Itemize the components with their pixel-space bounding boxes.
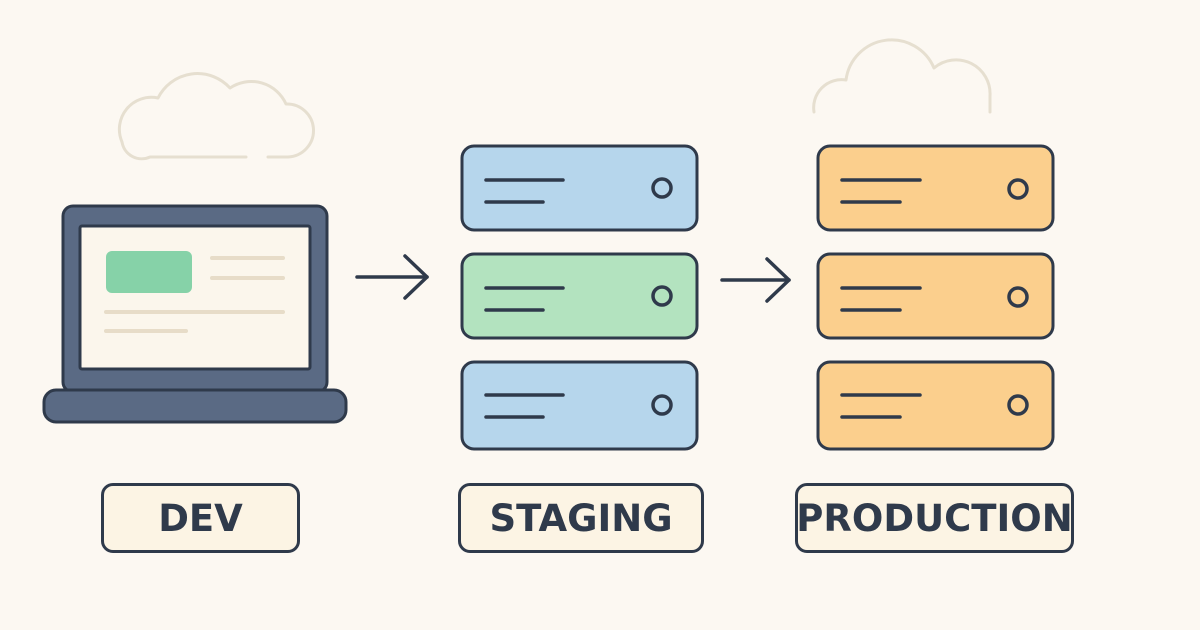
cloud-icon (812, 38, 992, 114)
server-unit-icon (816, 360, 1055, 451)
server-stack-icon (816, 144, 1055, 451)
cloud-icon (117, 72, 315, 161)
server-unit-icon (816, 144, 1055, 232)
arrow-right-icon (720, 257, 791, 303)
server-stack-icon (460, 144, 699, 451)
arrow-right-icon (355, 254, 429, 300)
screen-window-block (106, 251, 192, 293)
server-unit-icon (816, 252, 1055, 340)
stage-label-staging: STAGING (458, 483, 704, 553)
server-unit-icon (460, 252, 699, 340)
stage-label-dev: DEV (101, 483, 300, 553)
server-unit-icon (460, 144, 699, 232)
server-unit-icon (460, 360, 699, 451)
laptop-icon (42, 204, 348, 424)
stage-label-production: PRODUCTION (795, 483, 1074, 553)
